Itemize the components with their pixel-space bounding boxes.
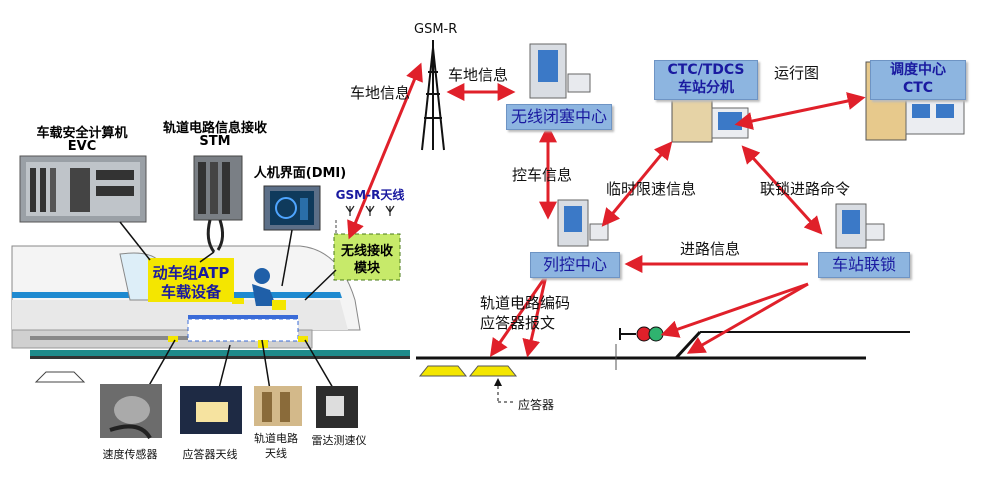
interlock-computer-icon	[835, 203, 885, 249]
stm-device	[193, 155, 243, 253]
track-coding-label-1: 轨道电路编码	[480, 294, 571, 312]
evc-device	[19, 155, 147, 223]
radar-photo	[316, 386, 358, 428]
stm-label-1: 轨道电路信息接收	[162, 121, 267, 136]
stm-label-2: STM	[199, 134, 231, 149]
arrow-tcc-balise1	[489, 275, 548, 357]
interlocking-box: 车站联锁	[818, 252, 910, 278]
gsmr-tower-label: GSM-R	[414, 22, 458, 37]
evc-label-2: EVC	[67, 139, 97, 154]
gsmr-antenna-label: GSM-R天线	[335, 188, 405, 202]
ctc-station-building	[666, 79, 749, 143]
tsr-info-label: 临时限速信息	[606, 180, 697, 198]
track-antenna-label-2: 天线	[265, 447, 287, 460]
gsmr-tower	[421, 40, 445, 151]
arrow-ctc-dispatch	[734, 92, 866, 130]
arrow-tcc-balise2	[522, 275, 548, 358]
interlock-cmd-label: 联锁进路命令	[760, 180, 851, 198]
run-chart-label: 运行图	[774, 64, 820, 82]
dmi-label: 人机界面(DMI)	[253, 166, 347, 181]
track-antenna-photo	[254, 386, 302, 426]
rbc-computer-icon	[529, 43, 591, 99]
dispatch-label-2: CTC	[902, 80, 934, 96]
train-ground-info-right: 车地信息	[448, 66, 509, 84]
ctc-station-label-2: 车站分机	[678, 80, 734, 96]
dispatch-box: 调度中心 CTC	[870, 60, 966, 100]
radio-module-label-2: 模块	[353, 261, 380, 276]
dispatch-label-1: 调度中心	[890, 62, 946, 78]
ctc-station-box: CTC/TDCS 车站分机	[654, 60, 758, 100]
ctc-station-label-1: CTC/TDCS	[667, 62, 745, 78]
right-track	[416, 326, 910, 403]
train-ground-info-left: 车地信息	[350, 84, 411, 102]
track-coding-label-2: 应答器报文	[480, 314, 556, 332]
arrow-interlock-signal	[660, 282, 809, 338]
train-track	[30, 350, 410, 383]
arrow-ctc-interlock	[741, 145, 823, 235]
data-flow-arrows	[347, 62, 866, 358]
arrow-interlock-switch	[686, 282, 809, 354]
driver-figure	[232, 268, 286, 310]
route-info-label: 进路信息	[680, 240, 741, 258]
arrow-tower-train	[347, 62, 423, 240]
radio-module-label-1: 无线接收	[340, 244, 393, 259]
atp-box	[148, 258, 234, 302]
leader-lines	[119, 221, 341, 411]
tcc-box: 列控中心	[530, 252, 620, 278]
atp-label-1: 动车组ATP	[152, 264, 230, 282]
speed-sensor-label: 速度传感器	[102, 448, 158, 461]
balise-antenna-photo	[180, 386, 242, 434]
tcc-computer-icon	[557, 199, 609, 247]
radar-label: 雷达测速仪	[311, 434, 367, 447]
atp-label-2: 车载设备	[160, 283, 221, 301]
track-antenna-label-1: 轨道电路	[254, 432, 298, 445]
speed-sensor-photo	[100, 384, 162, 440]
dmi-screen	[263, 185, 321, 231]
evc-label-1: 车载安全计算机	[36, 126, 128, 141]
rbc-box: 无线闭塞中心	[506, 104, 612, 130]
control-info-label: 控车信息	[512, 166, 573, 184]
balise-label: 应答器	[518, 398, 555, 412]
balise-antenna-label: 应答器天线	[182, 448, 238, 461]
arrow-ctc-tcc	[601, 141, 673, 227]
